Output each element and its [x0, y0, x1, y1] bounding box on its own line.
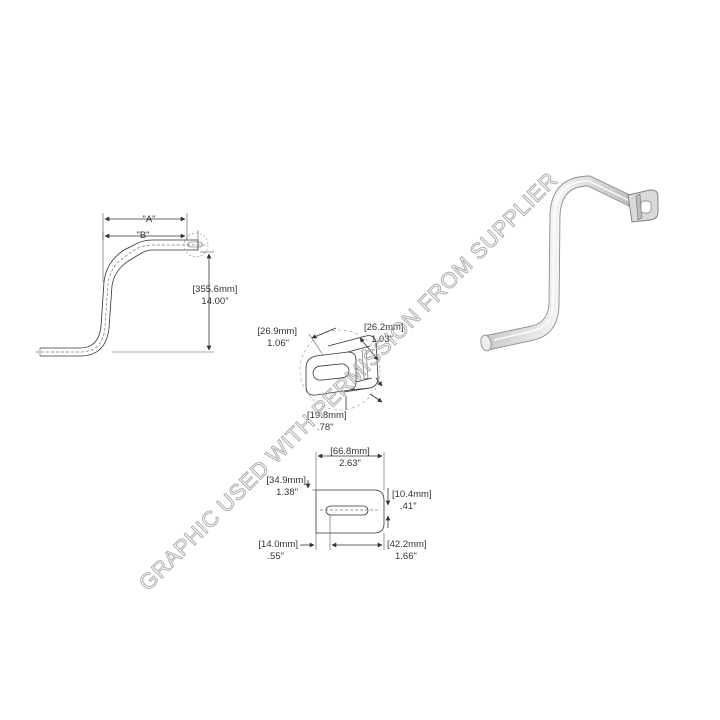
- bracket-iso-view: [26.9mm] 1.06" [26.2mm] 1.03" [19.8mm] .…: [257, 322, 403, 433]
- side-view-centerline: [36, 244, 205, 353]
- overall-in: 2.63": [339, 458, 361, 469]
- right-in: 1.66": [395, 551, 417, 562]
- left-mm: [14.0mm]: [258, 539, 298, 550]
- height-iso-mm: [19.8mm]: [307, 410, 347, 421]
- slot-len-mm: [34.9mm]: [266, 475, 306, 486]
- slot-len-in: 1.38": [276, 487, 298, 498]
- dim-line-26-2: [359, 337, 379, 361]
- depth-mm: [26.2mm]: [364, 322, 404, 333]
- flat-plate-slot: [325, 505, 369, 516]
- detail-circle: [183, 232, 209, 258]
- depth-in: 1.03": [371, 334, 393, 345]
- flat-plate-outline: [315, 489, 385, 534]
- width-mm: [26.9mm]: [257, 326, 297, 337]
- slot-w-in: .41": [400, 501, 417, 512]
- right-mm: [42.2mm]: [387, 539, 427, 550]
- side-view-slot: [187, 241, 203, 248]
- overall-mm: [66.8mm]: [330, 446, 370, 457]
- height-iso-in: .78": [317, 422, 334, 433]
- height-in: 14.00": [201, 296, 228, 307]
- width-in: 1.06": [267, 338, 289, 349]
- ext-line-26-9: [308, 333, 324, 356]
- tube-render-open-end: [480, 334, 492, 352]
- bracket-detail-circle: [299, 329, 381, 411]
- dim-line-26-9: [311, 327, 337, 339]
- label-b: "B": [136, 230, 149, 241]
- tube-render-bracket-slot: [640, 200, 652, 214]
- bracket-flat-view: [66.8mm] 2.63" [34.9mm] 1.38" [10.4mm] .…: [258, 446, 431, 562]
- slot-w-mm: [10.4mm]: [392, 489, 432, 500]
- tube-render: [480, 175, 659, 352]
- left-in: .55": [267, 551, 284, 562]
- dim-line-19-8-top: [375, 377, 383, 387]
- dim-line-19-8: [369, 393, 383, 403]
- label-a: "A": [142, 214, 155, 225]
- side-view-tube: [40, 239, 199, 357]
- tube-render-highlight: [493, 180, 631, 341]
- height-mm: [355.6mm]: [193, 284, 238, 295]
- bracket-front-slot: [312, 363, 350, 381]
- tube-render-bracket-side: [635, 193, 643, 221]
- tube-render-body: [483, 175, 633, 351]
- side-view: "A" "B" [355.6mm] 14.00": [36, 213, 238, 357]
